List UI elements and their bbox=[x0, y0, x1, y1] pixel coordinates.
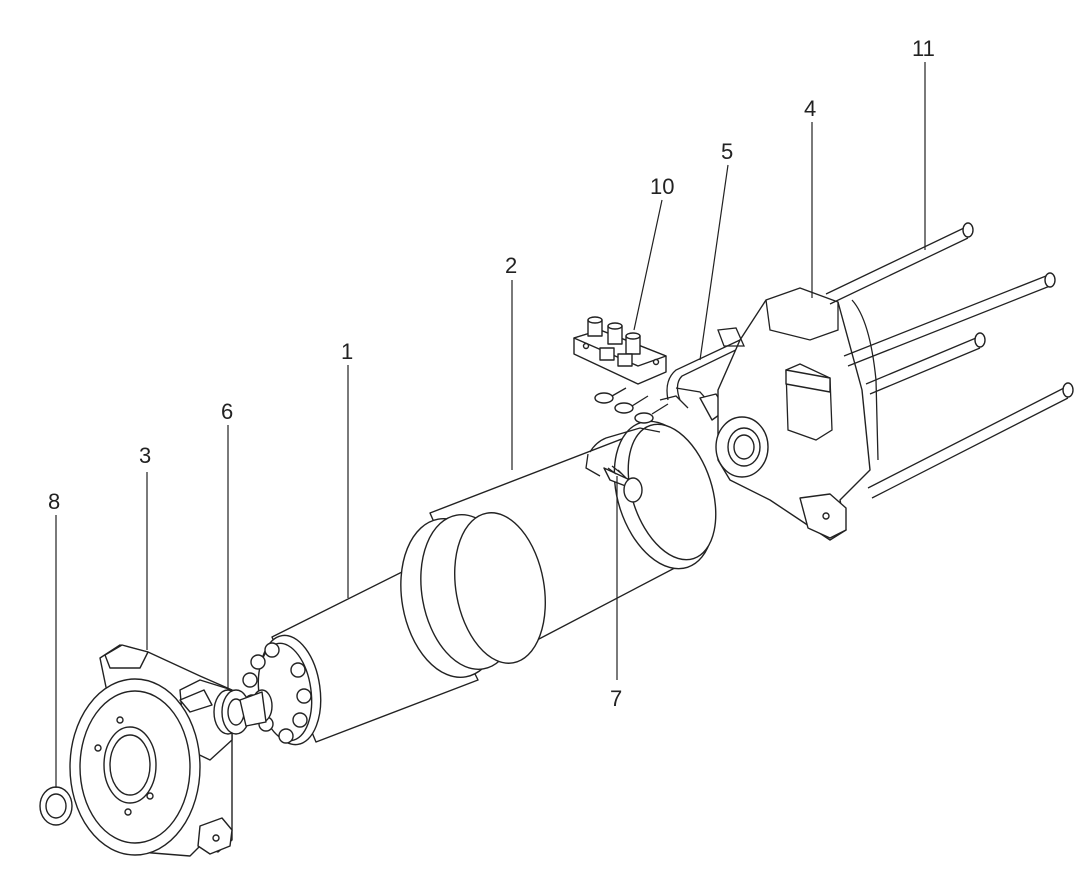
part-3-front-flange bbox=[69, 644, 233, 857]
callout-11: 11 bbox=[912, 36, 935, 61]
callout-8: 8 bbox=[48, 489, 60, 514]
part-7-cable-gland bbox=[603, 465, 643, 503]
part-11-tie-rods bbox=[825, 222, 1074, 499]
part-10-terminal-block bbox=[573, 316, 689, 424]
part-8-ring-seal bbox=[39, 786, 73, 826]
callout-6: 6 bbox=[221, 399, 233, 424]
leader-10 bbox=[633, 199, 663, 331]
callout-3: 3 bbox=[139, 443, 151, 468]
callout-labels: 1 2 3 4 5 6 7 8 10 11 bbox=[48, 36, 935, 711]
part-4-rear-bracket bbox=[715, 287, 879, 541]
callout-7: 7 bbox=[610, 686, 622, 711]
callout-2: 2 bbox=[505, 253, 517, 278]
callout-1: 1 bbox=[341, 339, 353, 364]
leader-5 bbox=[699, 164, 729, 361]
callout-4: 4 bbox=[804, 96, 816, 121]
leader-lines bbox=[55, 62, 926, 788]
part-6-bearing bbox=[213, 689, 251, 735]
part-2-stator-housing bbox=[400, 420, 717, 678]
callout-5: 5 bbox=[721, 139, 733, 164]
callout-10: 10 bbox=[650, 174, 674, 199]
